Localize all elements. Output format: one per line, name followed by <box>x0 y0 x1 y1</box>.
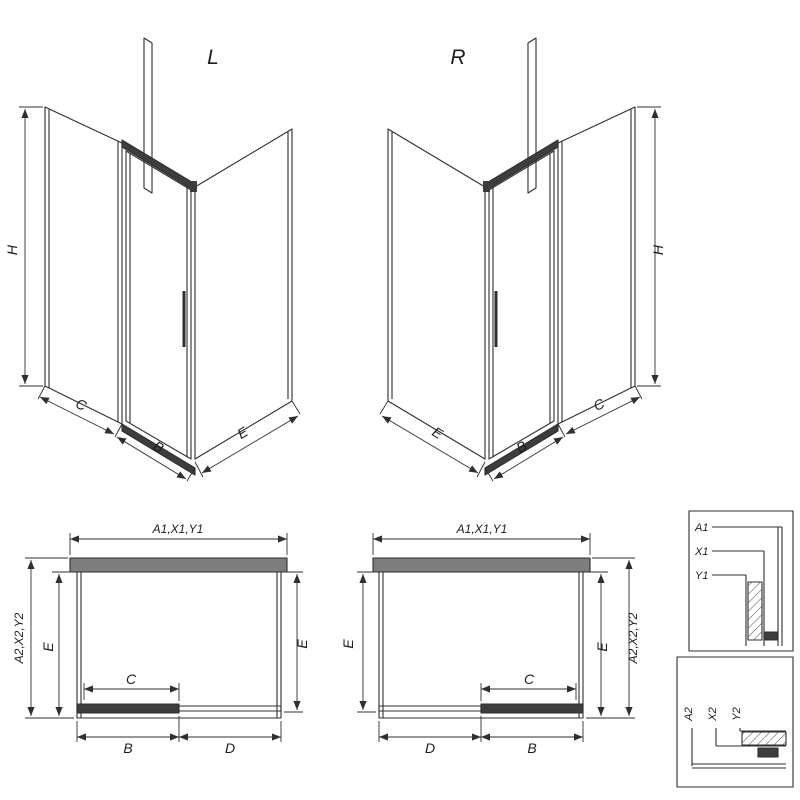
detail-label: X1 <box>694 546 708 558</box>
fixed-width-dimension-label: C <box>73 395 90 414</box>
side-depth-dimension-label: E <box>429 423 446 442</box>
fixed-label: D <box>425 740 435 756</box>
depth-right-label: E <box>594 642 610 652</box>
total-depth-dimension-label: A2,X2,Y2 <box>626 612 640 664</box>
detail-inset-bottom: A2 X2 Y2 <box>676 656 794 788</box>
total-depth-dimension-label: A2,X2,Y2 <box>12 612 26 664</box>
iso-view-left: L H C B E <box>5 37 301 482</box>
detail-label: A2 <box>683 707 695 721</box>
plan-view-left: A1,X1,Y1 A2,X2,Y2 E E C B D <box>12 522 310 756</box>
detail-label: Y1 <box>695 570 708 582</box>
detail-frame <box>676 656 794 788</box>
width-dimension-label: A1,X1,Y1 <box>456 522 508 536</box>
side-panel <box>194 128 293 460</box>
depth-right-label: E <box>294 639 310 649</box>
wall-profile <box>69 557 288 573</box>
width-dimension-label: A1,X1,Y1 <box>152 522 204 536</box>
detail-label: A1 <box>694 522 708 534</box>
back-panel-edge <box>143 37 153 194</box>
profile-section <box>757 747 779 758</box>
top-rail <box>121 139 196 192</box>
plan-view-right: A1,X1,Y1 A2,X2,Y2 E E C B D <box>340 522 640 756</box>
side-depth-dimension-line <box>201 415 299 474</box>
enclosure-iso-geometry-mirrored <box>380 38 661 481</box>
sliding-door <box>125 150 192 460</box>
opening-label: C <box>126 671 137 687</box>
profile-section <box>763 631 779 641</box>
depth-left-label: E <box>40 642 56 652</box>
enclosure-plan-geometry-mirrored <box>357 533 635 742</box>
detail-frame <box>688 510 794 652</box>
door-label: B <box>527 740 536 756</box>
depth-left-label: E <box>340 639 356 649</box>
corner-profile <box>190 181 197 192</box>
door-width-dimension-line <box>116 436 187 480</box>
opening-label: C <box>524 671 535 687</box>
fixed-label: D <box>225 740 235 756</box>
side-panel <box>44 106 123 425</box>
glass-section-hatch <box>741 731 787 746</box>
detail-label: X2 <box>707 707 719 721</box>
door-label: B <box>123 740 132 756</box>
enclosure-plan-geometry <box>25 533 303 742</box>
sliding-door-plan <box>76 703 180 714</box>
side-depth-dimension-label: E <box>234 423 251 442</box>
fixed-width-dimension-line <box>39 396 115 435</box>
glass-section-hatch <box>747 581 763 641</box>
height-dimension-label: H <box>650 244 666 255</box>
fixed-width-dimension-label: C <box>591 395 608 414</box>
detail-label: Y2 <box>731 707 743 720</box>
detail-inset-top: A1 X1 Y1 <box>688 510 794 652</box>
enclosure-iso-geometry <box>19 37 301 482</box>
variant-label: L <box>207 46 219 69</box>
fixed-panel-plan <box>178 705 282 712</box>
variant-label: R <box>450 46 465 69</box>
height-dimension-label: H <box>5 244 20 255</box>
iso-view-right: R H C B E <box>345 0 666 505</box>
